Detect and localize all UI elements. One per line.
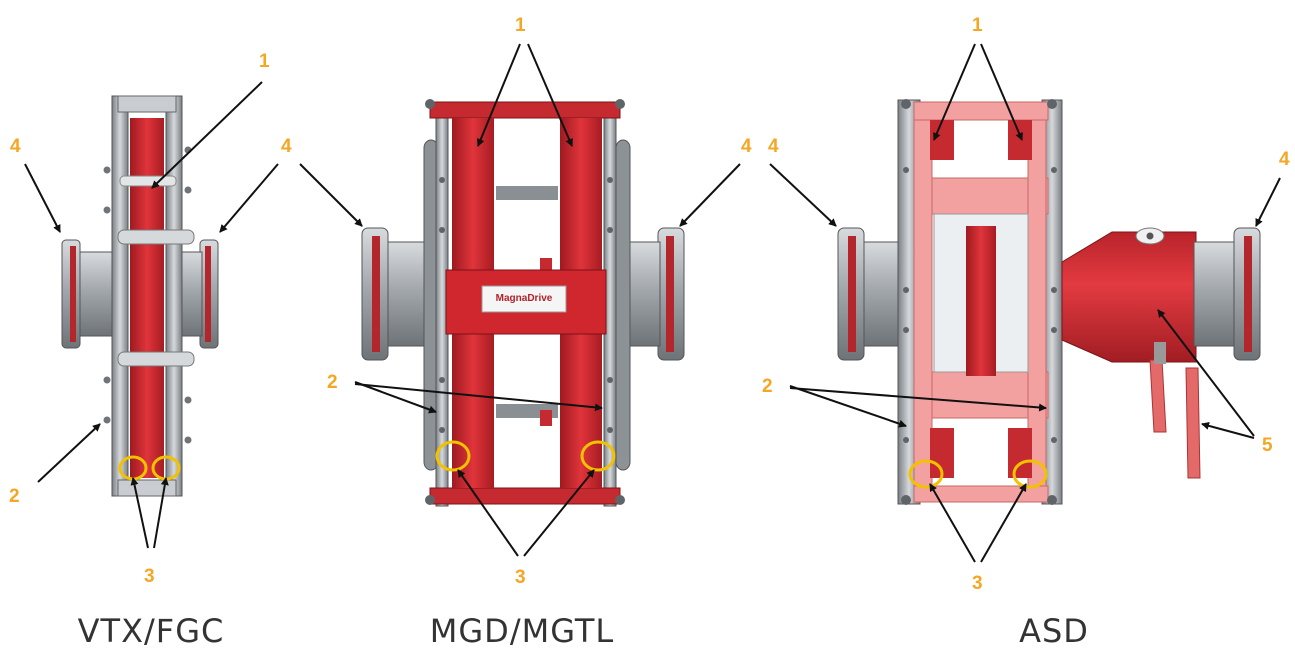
callout-number: 1 [259,51,270,72]
figure-caption-vtx-fgc: VTX/FGC [77,612,225,650]
figure-mgd-mgtl: MagnaDrive 1 2 3 4 [299,15,752,588]
callout-number: 2 [762,376,773,397]
callout-number: 2 [327,372,338,393]
callout-number: 4 [1279,149,1290,170]
callout-ring [435,440,471,472]
callout-number: 4 [281,136,292,157]
red-rotor [966,226,996,376]
callout-ring [908,459,944,489]
hub-right [627,227,685,361]
hub-left [361,227,427,361]
figure-caption-asd: ASD [1019,612,1089,650]
figure-vtx-fgc: 1 2 3 4 4 [9,51,292,587]
callout-number: 5 [1262,435,1273,456]
hub-left [837,227,901,361]
figure-caption-mgd-mgtl: MGD/MGTL [429,612,615,650]
callout-number: 1 [515,15,526,36]
hub-left [61,239,115,349]
adjuster-cylinder [1061,227,1197,363]
hub-right [1193,227,1261,361]
callout-number: 4 [768,136,779,157]
steel-plate-right [165,95,183,497]
figure-asd: 1 2 3 4 4 5 [762,15,1290,594]
steel-plate-left [111,95,129,497]
actuator-levers [1149,342,1201,479]
callout-number: 3 [144,566,155,587]
callout-number: 4 [741,136,752,157]
callout-number: 3 [972,573,983,594]
callout-ring [580,440,616,472]
callout-number: 1 [972,15,983,36]
label-plate-text: MagnaDrive [496,293,553,304]
callout-number: 2 [9,486,20,507]
callout-ring [1012,459,1048,489]
label-plate [481,285,567,313]
callout-number: 3 [515,567,526,588]
red-rotor [130,118,164,478]
callout-number: 4 [10,136,21,157]
